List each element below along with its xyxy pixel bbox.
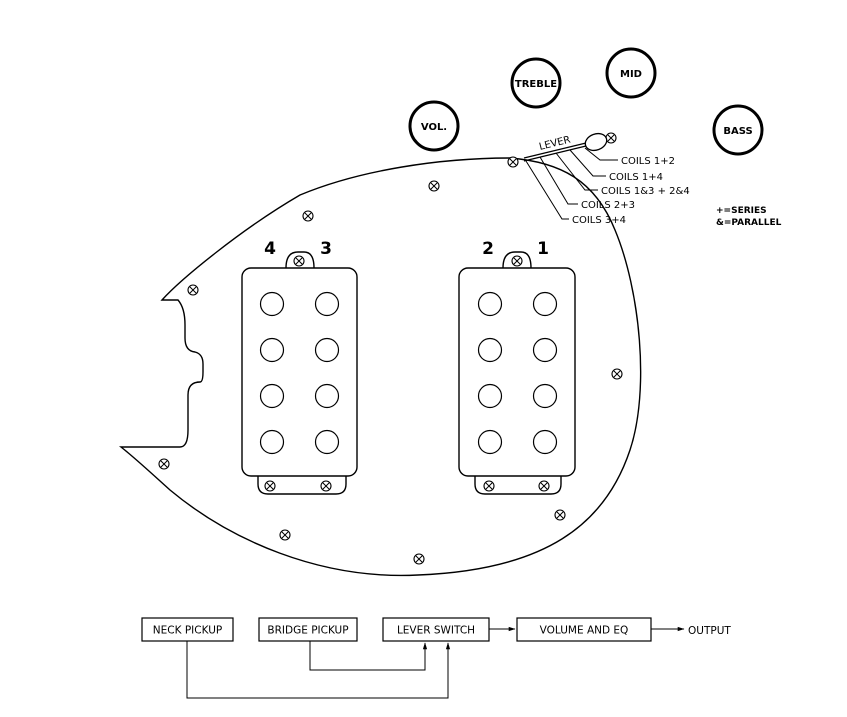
neck-pickup: 4 3 — [241, 239, 358, 495]
screw-icon — [428, 180, 440, 192]
legend-series: +=SERIES — [716, 206, 767, 216]
screw-icon — [554, 509, 566, 521]
pickguard-outline — [118, 157, 642, 577]
pickup-screw-icon — [538, 480, 550, 492]
lever-position-4: COILS 2+3 — [581, 200, 635, 211]
screw-icon — [413, 553, 425, 565]
mid-knob: MID — [605, 47, 657, 99]
pickup-screw-icon — [264, 480, 276, 492]
neck-pickup-label: NECK PICKUP — [153, 625, 222, 637]
coil-4-label: 4 — [264, 239, 276, 259]
lever-screw-right — [605, 132, 617, 144]
volume-knob: VOL. — [408, 100, 460, 152]
lever-position-1: COILS 1+2 — [621, 156, 675, 167]
lever-position-2: COILS 1+4 — [609, 172, 663, 183]
coil-1-label: 1 — [537, 239, 549, 259]
lever-switch-label: LEVER SWITCH — [397, 625, 475, 637]
pickup-screw-icon — [483, 480, 495, 492]
neck-to-switch-wire — [186, 641, 451, 699]
lever-position-5: COILS 3+4 — [572, 215, 626, 226]
treble-knob: TREBLE — [510, 57, 562, 109]
treble-knob-label: TREBLE — [515, 79, 557, 90]
bridge-pickup: 2 1 — [458, 239, 576, 495]
pickup-screw-icon — [293, 255, 305, 267]
bridge-pickup-box — [258, 617, 358, 642]
bass-knob-label: BASS — [723, 126, 752, 137]
screw-icon — [187, 284, 199, 296]
volume-knob-label: VOL. — [421, 122, 447, 133]
mid-knob-label: MID — [620, 69, 642, 80]
screw-icon — [302, 210, 314, 222]
pickup-screw-icon — [320, 480, 332, 492]
screw-icon — [279, 529, 291, 541]
screw-icon — [611, 368, 623, 380]
legend-parallel: &=PARALLEL — [716, 218, 782, 228]
output-label: OUTPUT — [688, 625, 731, 637]
lever-position-3: COILS 1&3 + 2&4 — [601, 186, 690, 197]
signal-flow: NECK PICKUP BRIDGE PICKUP LEVER SWITCH V… — [141, 617, 731, 699]
coil-3-label: 3 — [320, 239, 332, 259]
bridge-to-switch-wire — [309, 641, 428, 671]
lever-screw-left — [507, 156, 519, 168]
coil-2-label: 2 — [482, 239, 494, 259]
screw-icon — [158, 458, 170, 470]
bass-knob: BASS — [712, 104, 764, 156]
pickup-screw-icon — [511, 255, 523, 267]
lever-switch: LEVER COILS 1+2 COILS 1+4 COILS 1&3 + 2&… — [507, 132, 690, 226]
volume-eq-label: VOLUME AND EQ — [540, 625, 629, 637]
bridge-pickup-label: BRIDGE PICKUP — [267, 625, 348, 637]
